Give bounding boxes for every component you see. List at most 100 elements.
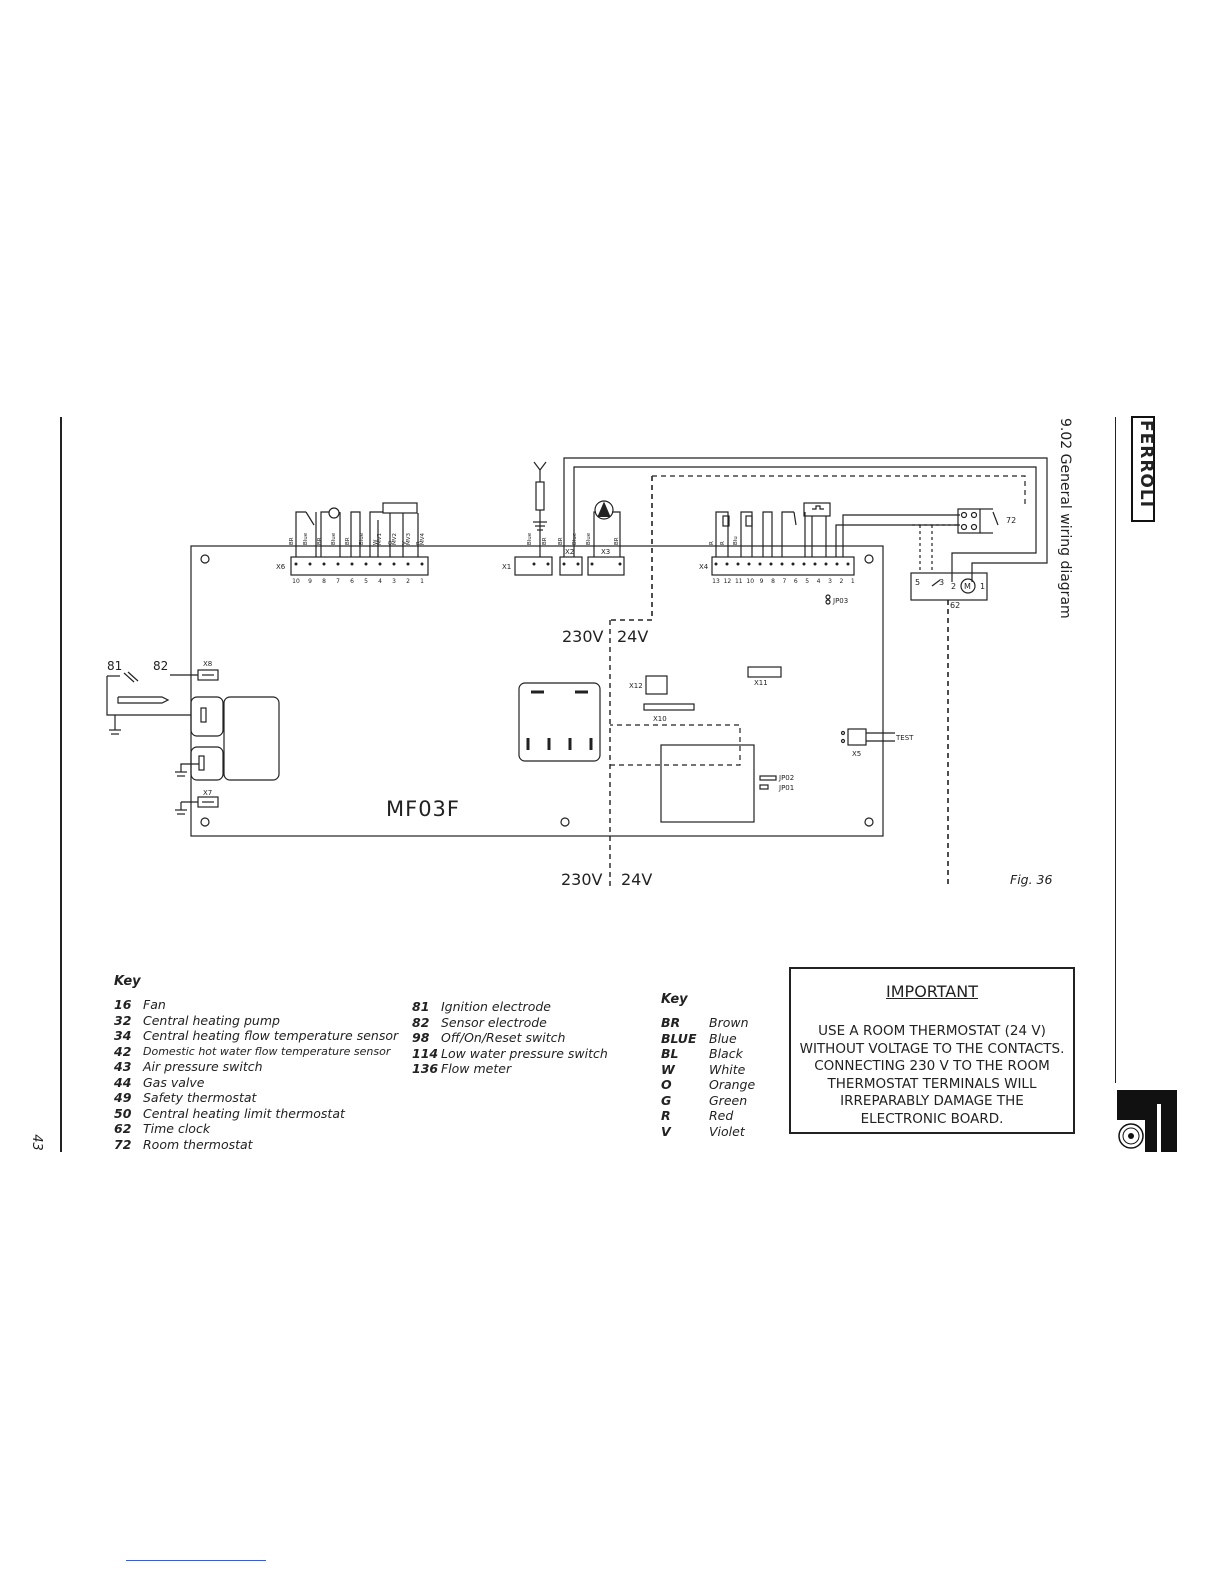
clock-terminal-2: 2 <box>951 582 956 591</box>
important-notice: IMPORTANT USE A ROOM THERMOSTAT (24 V)WI… <box>789 967 1075 1134</box>
pin-number: 11 <box>735 578 743 585</box>
connector-x11-label: X11 <box>754 679 768 687</box>
key-label: Time clock <box>143 1121 211 1136</box>
key-label: Central heating flow temperature sensor <box>143 1028 399 1043</box>
connector-x3-label: X3 <box>601 548 610 556</box>
key-label: Air pressure switch <box>143 1059 263 1074</box>
wire-color-label: BR <box>614 537 620 545</box>
wire-color-label: Blue <box>331 532 337 545</box>
color-code: BR <box>661 1015 681 1030</box>
color-code: O <box>661 1077 672 1092</box>
bottom-link-rule <box>126 1560 266 1561</box>
wire-color-label: Blue <box>527 532 533 545</box>
pin-number: 8 <box>771 578 775 585</box>
key-number: 136 <box>412 1061 439 1076</box>
key-number: 50 <box>114 1105 132 1121</box>
wire-color-label: Blu <box>733 536 739 545</box>
key-number: 34 <box>114 1028 132 1043</box>
connector-x5-label: X5 <box>852 750 861 758</box>
right-margin-rule <box>1115 417 1116 1083</box>
key-number: 43 <box>114 1059 132 1074</box>
connector-x7-label: X7 <box>203 789 212 797</box>
wire-color-label: R <box>416 541 422 545</box>
key-label: Fan <box>143 997 166 1012</box>
wire-color-label: BR <box>558 537 564 545</box>
color-code: BLUE <box>661 1030 697 1046</box>
voltage-label-24v-bottom: 24V <box>621 870 652 889</box>
wire-color-label: Blue <box>303 532 309 545</box>
pin-number: 6 <box>350 578 354 585</box>
wire-color-label: R <box>709 541 715 545</box>
voltage-label-24v-top: 24V <box>617 627 648 646</box>
important-title: IMPORTANT <box>886 982 978 1001</box>
emblem-icon <box>1117 1090 1177 1152</box>
wire-color-label: Blue <box>359 532 365 545</box>
clock-terminal-3: 3 <box>939 578 944 587</box>
pin-number: 2 <box>406 578 410 585</box>
wire-color-label: MV1 <box>377 533 383 545</box>
control-board <box>190 545 884 837</box>
key-label: Gas valve <box>143 1074 205 1090</box>
wire-color-label: O <box>388 540 394 545</box>
key-label: Room thermostat <box>143 1136 253 1152</box>
key-number: 82 <box>412 1014 430 1030</box>
clock-motor: M <box>964 582 971 591</box>
clock-terminal-1: 1 <box>980 582 985 591</box>
component-81-label: 81 <box>107 659 122 673</box>
key-number: 62 <box>114 1121 132 1136</box>
important-line: USE A ROOM THERMOSTAT (24 V) <box>818 1023 1046 1039</box>
key-item: 44 Gas valve <box>114 1075 398 1091</box>
key-label: Central heating limit thermostat <box>143 1105 345 1121</box>
clock-terminal-5: 5 <box>915 578 920 587</box>
key-title: Key <box>114 974 141 989</box>
color-name: Violet <box>709 1123 745 1139</box>
wiring-diagram: MF03F 230V 24V 230V 24V X6 X1 X2 X3 X4 X… <box>106 457 1048 890</box>
pin-number: 3 <box>392 578 396 585</box>
key-number: 81 <box>412 999 430 1014</box>
color-name: White <box>709 1061 746 1077</box>
pin-number: 9 <box>308 578 312 585</box>
wire-color-label: Blue <box>572 532 578 545</box>
pin-number: 9 <box>760 578 764 585</box>
key-number: 44 <box>114 1074 132 1090</box>
color-code: W <box>661 1061 675 1077</box>
component-62-label: 62 <box>950 601 960 610</box>
pin-number: 3 <box>828 578 832 585</box>
key-item: 62 Time clock <box>114 1121 398 1137</box>
pin-number: 4 <box>817 578 821 585</box>
wire-color-label: R <box>720 541 726 545</box>
wire-color-label: BR <box>542 537 548 545</box>
pin-number: 12 <box>724 578 732 585</box>
figure-label: Fig. 36 <box>1010 872 1053 887</box>
pin-number: 13 <box>712 578 720 585</box>
pin-number: 7 <box>336 578 340 585</box>
left-margin-rule <box>60 417 62 1152</box>
pin-number: 5 <box>364 578 368 585</box>
pin-number: 1 <box>851 578 855 585</box>
color-code: V <box>661 1123 671 1139</box>
board-name: MF03F <box>386 797 460 821</box>
key-label: Central heating pump <box>143 1012 280 1028</box>
jumper-jp02-label: JP02 <box>778 774 794 782</box>
connector-x1-label: X1 <box>502 563 511 571</box>
pin-number: 2 <box>839 578 843 585</box>
key-number: 72 <box>114 1136 132 1152</box>
corner-emblem <box>1117 1090 1177 1152</box>
jumper-jp03-label: JP03 <box>832 597 848 605</box>
important-line: WITHOUT VOLTAGE TO THE CONTACTS. <box>799 1040 1065 1057</box>
brand-logo-box <box>1131 416 1155 522</box>
color-name: Red <box>709 1108 734 1123</box>
connector-x12-label: X12 <box>629 682 643 690</box>
